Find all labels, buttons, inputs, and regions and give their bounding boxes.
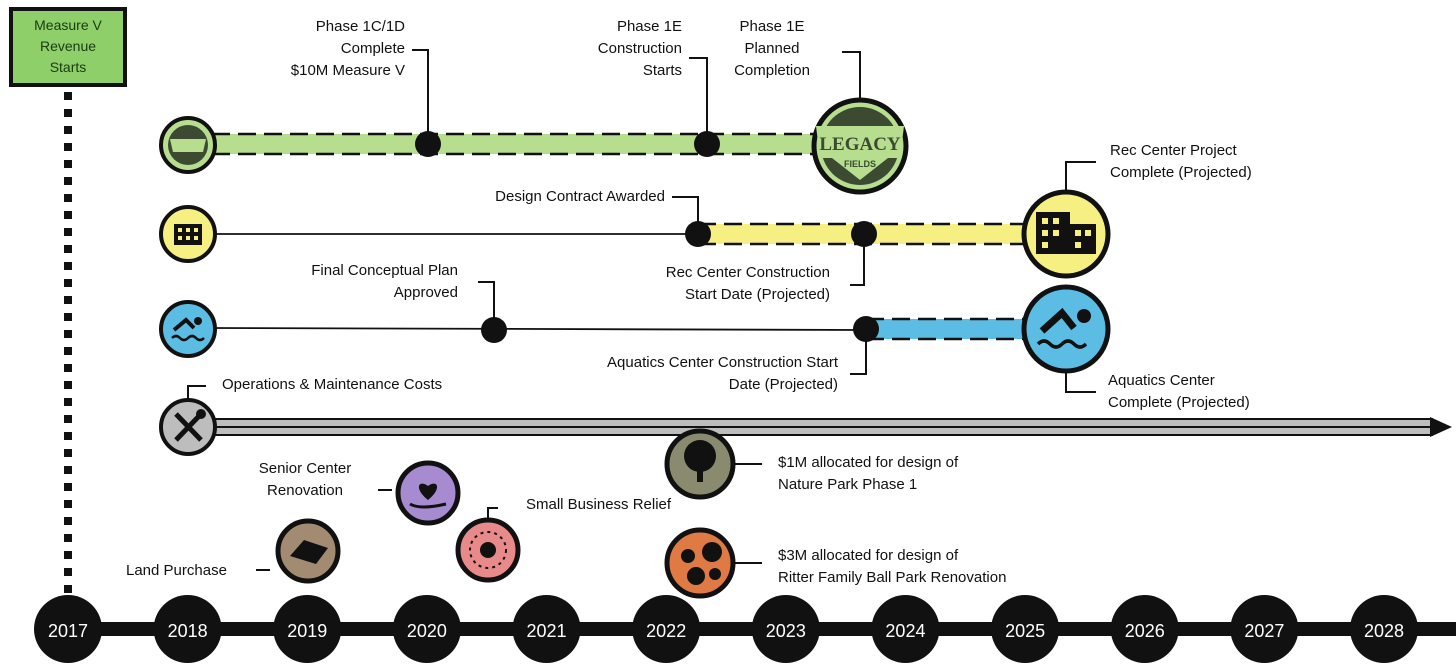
legacy-fields-complete-icon: LEGACY FIELDS (811, 97, 909, 195)
aquatics-start-icon (159, 300, 217, 358)
aquatics-track (159, 281, 1111, 393)
year-node (632, 595, 701, 663)
year-node (512, 595, 581, 663)
year-label: 2026 (1125, 621, 1165, 641)
year-label: 2020 (407, 621, 447, 641)
year-label: 2025 (1005, 621, 1045, 641)
rec-milestone-construction-start (851, 221, 877, 247)
label-aquatics-center-complete: Aquatics Center Complete (Projected) (1108, 372, 1250, 411)
other-projects (256, 428, 762, 599)
label-land-purchase: Land Purchase (126, 562, 227, 579)
land-icon (275, 518, 341, 584)
year-label: 2028 (1364, 621, 1404, 641)
legacy-milestone-phase-1e-start (694, 131, 720, 157)
aquatics-complete-icon (1021, 284, 1111, 374)
label-aquatics-construction-start: Aquatics Center Construction Start Date … (607, 354, 838, 393)
year-node (871, 595, 940, 663)
rec-center-complete-icon (1021, 189, 1111, 279)
label-operations-maintenance: Operations & Maintenance Costs (222, 376, 443, 393)
rec-center-start-icon (159, 205, 217, 263)
label-nature-park-design: $1M allocated for design of Nature Park … (778, 454, 959, 493)
legacy-badge-subtext: FIELDS (844, 159, 876, 169)
year-label: 2019 (287, 621, 327, 641)
year-node (1110, 595, 1179, 663)
year-label: 2024 (885, 621, 925, 641)
legacy-fields-start-icon (159, 116, 217, 174)
year-axis: 2017 2018 2019 2020 2021 2022 2023 2024 2025 2026… (34, 595, 1418, 663)
legacy-fields-track: LEGACY FIELDS (159, 49, 909, 195)
label-rec-center-construction-start: Rec Center Construction Start Date (Proj… (665, 264, 830, 303)
rec-milestone-design-contract (685, 221, 711, 247)
year-node (991, 595, 1060, 663)
aquatics-milestone-construction-start (853, 316, 879, 342)
label-final-conceptual-plan-approved: Final Conceptual Plan Approved (311, 262, 458, 301)
year-node (273, 595, 342, 663)
label-small-business-relief: Small Business Relief (526, 496, 672, 513)
legacy-milestone-phase-1c-1d (415, 131, 441, 157)
year-label: 2023 (766, 621, 806, 641)
legacy-fields-bar (186, 134, 818, 154)
heart-hand-icon (395, 460, 461, 526)
rec-center-track (159, 161, 1111, 286)
year-node (1350, 595, 1418, 663)
year-node (1230, 595, 1299, 663)
year-node (751, 595, 820, 663)
measure-v-start-box: Measure V Revenue Starts (9, 7, 127, 87)
sports-balls-icon (664, 527, 736, 599)
label-senior-center-renovation: Senior Center Renovation (258, 460, 352, 499)
operations-arrow-head (1430, 417, 1452, 437)
legacy-badge-text: LEGACY (819, 134, 901, 155)
tree-icon (664, 428, 736, 500)
year-node (34, 595, 102, 663)
aquatics-bar (866, 319, 1028, 339)
label-phase-1e-construction-starts: Phase 1E Construction Starts (597, 18, 682, 79)
label-phase-1e-planned-completion: Phase 1E Planned Completion (734, 18, 810, 79)
label-ball-park-design: $3M allocated for design of Ritter Famil… (778, 547, 1007, 586)
label-rec-center-complete: Rec Center Project Complete (Projected) (1110, 142, 1252, 181)
label-phase-1c-1d-complete: Phase 1C/1D Complete $10M Measure V (290, 18, 405, 79)
wrench-screwdriver-icon (159, 398, 217, 456)
year-label: 2018 (168, 621, 208, 641)
year-label: 2027 (1244, 621, 1284, 641)
operations-track (159, 385, 1452, 456)
year-label: 2022 (646, 621, 686, 641)
year-node (392, 595, 461, 663)
year-label: 2021 (527, 621, 567, 641)
small-business-icon (455, 517, 521, 583)
label-design-contract-awarded: Design Contract Awarded (495, 188, 665, 205)
year-node (153, 595, 222, 663)
aquatics-milestone-conceptual-plan (481, 317, 507, 343)
year-label: 2017 (48, 621, 88, 641)
